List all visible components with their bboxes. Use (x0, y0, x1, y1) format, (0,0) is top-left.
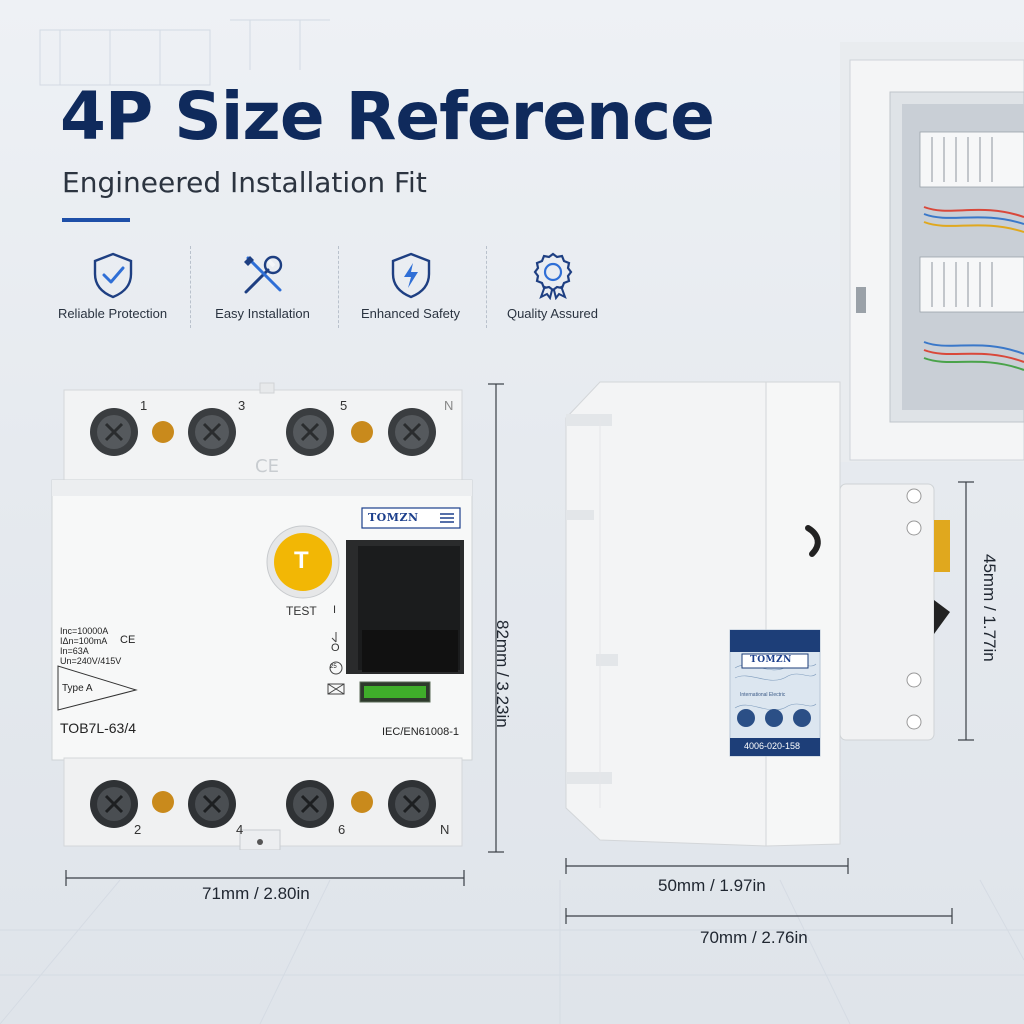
feature-quality-assured: Quality Assured (480, 240, 625, 340)
side-label-text: International Electric (740, 692, 786, 698)
model-number: TOB7L-63/4 (60, 720, 137, 736)
feature-list: Reliable Protection Easy Installation En… (40, 240, 620, 340)
terminal-label: N (444, 398, 454, 413)
rating-line: In=63A (60, 646, 89, 656)
side-phone-number: 4006-020-158 (744, 741, 801, 751)
feature-divider (190, 246, 191, 328)
feature-label: Quality Assured (506, 306, 599, 321)
rating-line: IΔn=100mA (60, 636, 108, 646)
breaker-front-body: CE (51, 382, 473, 850)
svg-text:CE: CE (255, 456, 279, 477)
ce-mark: CE (120, 634, 136, 646)
page-title: 4P Size Reference (60, 78, 715, 155)
side-total-depth-dimension: 70mm / 2.76in (700, 928, 808, 947)
temperature-mark: 25 (330, 664, 337, 670)
front-height-dimension: 82mm / 3.23in (493, 620, 512, 728)
side-brand-logo: TOMZN (750, 655, 792, 665)
terminal-label: 4 (236, 822, 244, 837)
breaker-front-view: CE 1 3 5 N 2 4 6 N TOMZN T TEST I O 25 I… (40, 380, 480, 850)
shield-bolt-icon (391, 252, 430, 299)
switch-mark-off: O (331, 642, 340, 654)
title-accent-bar (62, 218, 130, 222)
feature-divider (486, 246, 487, 328)
feature-label: Enhanced Safety (360, 306, 461, 321)
tools-icon (243, 255, 282, 294)
brand-logo: TOMZN (368, 511, 419, 524)
breaker-side-view: TOMZN International Electric 4006-020-15… (560, 378, 960, 858)
side-rail-height-dimension: 45mm / 1.77in (980, 554, 999, 662)
front-width-dimension: 71mm / 2.80in (202, 884, 310, 903)
shield-check-icon (93, 252, 132, 299)
feature-reliable-protection: Reliable Protection (40, 240, 185, 340)
breaker-side-body (565, 381, 950, 847)
feature-label: Reliable Protection (57, 306, 168, 321)
terminal-label: 5 (340, 398, 348, 413)
badge-ribbon-icon (533, 252, 572, 300)
terminal-label: 2 (134, 822, 142, 837)
electrical-panel-image (840, 42, 1024, 462)
standard-label: IEC/EN61008-1 (382, 726, 460, 738)
terminal-label: N (440, 822, 450, 837)
terminal-label: 6 (338, 822, 346, 837)
test-label: TEST (286, 604, 317, 618)
rating-line: Un=240V/415V (60, 656, 122, 666)
feature-divider (338, 246, 339, 328)
page-subtitle: Engineered Installation Fit (62, 166, 427, 199)
type-label: Type A (62, 683, 93, 694)
rating-line: Inc=10000A (60, 626, 109, 636)
feature-label: Easy Installation (215, 306, 310, 321)
terminal-label: 1 (140, 398, 148, 413)
test-button-glyph: T (294, 547, 309, 574)
side-body-depth-dimension: 50mm / 1.97in (658, 876, 766, 895)
terminal-label: 3 (238, 398, 246, 413)
feature-easy-installation: Easy Installation (190, 240, 335, 340)
switch-mark-on: I (333, 604, 337, 616)
feature-enhanced-safety: Enhanced Safety (338, 240, 483, 340)
